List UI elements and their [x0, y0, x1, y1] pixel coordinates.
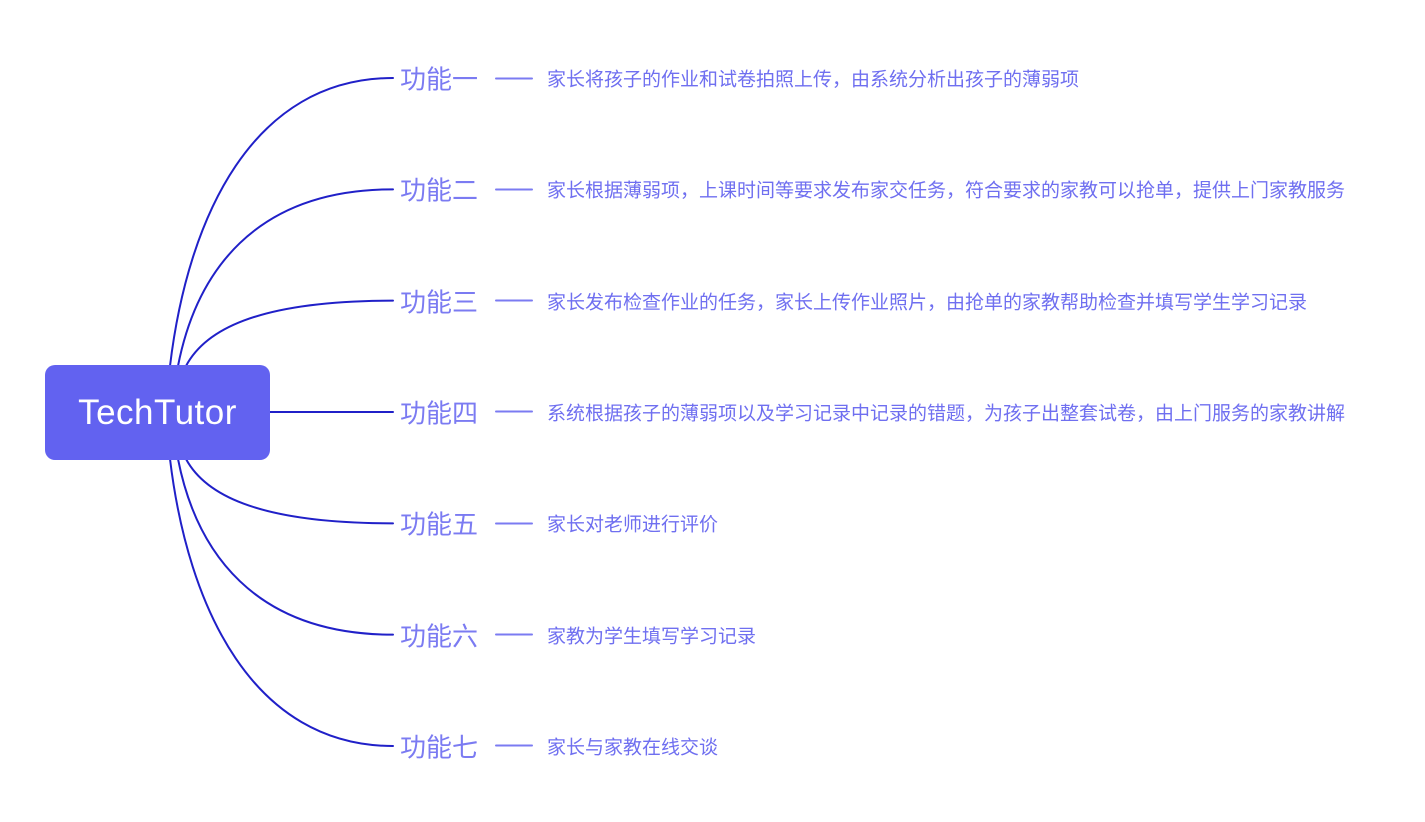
connector-curve [185, 458, 394, 525]
branch-label[interactable]: 功能一 [400, 64, 479, 95]
branch-connector-dash [495, 410, 534, 413]
branch-connector-dash [495, 188, 534, 191]
branch-connector-dash [495, 299, 534, 302]
branch-label[interactable]: 功能五 [400, 509, 479, 540]
branch-label[interactable]: 功能二 [400, 175, 479, 206]
connector-curve [185, 299, 394, 367]
branch-connector-dash [495, 633, 534, 636]
branch-description[interactable]: 家长对老师进行评价 [547, 514, 719, 536]
branch-row: 功能六 家教为学生填写学习记录 [400, 616, 756, 653]
branch-label[interactable]: 功能三 [400, 287, 479, 318]
branch-connector-dash [495, 77, 534, 79]
branch-row: 功能五 家长对老师进行评价 [400, 505, 718, 542]
connector-curve [169, 458, 394, 747]
branch-description[interactable]: 家长根据薄弱项，上课时间等要求发布家交任务，符合要求的家教可以抢单，提供上门家教… [547, 180, 1346, 202]
branch-row: 功能一 家长将孩子的作业和试卷拍照上传，由系统分析出孩子的薄弱项 [400, 60, 1079, 97]
branch-label[interactable]: 功能七 [400, 732, 479, 763]
root-node-label: TechTutor [78, 392, 237, 432]
connector-curve [177, 188, 394, 367]
branch-description[interactable]: 系统根据孩子的薄弱项以及学习记录中记录的错题，为孩子出整套试卷，由上门服务的家教… [547, 403, 1346, 425]
branch-row: 功能三 家长发布检查作业的任务，家长上传作业照片，由抢单的家教帮助检查并填写学生… [400, 282, 1307, 319]
connector-curve [169, 77, 394, 367]
branch-label[interactable]: 功能四 [400, 398, 479, 429]
root-node[interactable]: TechTutor [45, 365, 270, 460]
branch-row: 功能七 家长与家教在线交谈 [400, 727, 718, 764]
branch-description[interactable]: 家长与家教在线交谈 [547, 737, 719, 759]
branch-label[interactable]: 功能六 [400, 621, 479, 652]
branch-connector-dash [495, 522, 534, 525]
branch-description[interactable]: 家长发布检查作业的任务，家长上传作业照片，由抢单的家教帮助检查并填写学生学习记录 [547, 292, 1308, 314]
branch-row: 功能四 系统根据孩子的薄弱项以及学习记录中记录的错题，为孩子出整套试卷，由上门服… [400, 393, 1345, 430]
branch-row: 功能二 家长根据薄弱项，上课时间等要求发布家交任务，符合要求的家教可以抢单，提供… [400, 171, 1345, 208]
branch-description[interactable]: 家长将孩子的作业和试卷拍照上传，由系统分析出孩子的薄弱项 [547, 69, 1080, 91]
connector-curve [177, 458, 394, 636]
branch-description[interactable]: 家教为学生填写学习记录 [547, 626, 757, 648]
branch-connector-dash [495, 744, 534, 747]
